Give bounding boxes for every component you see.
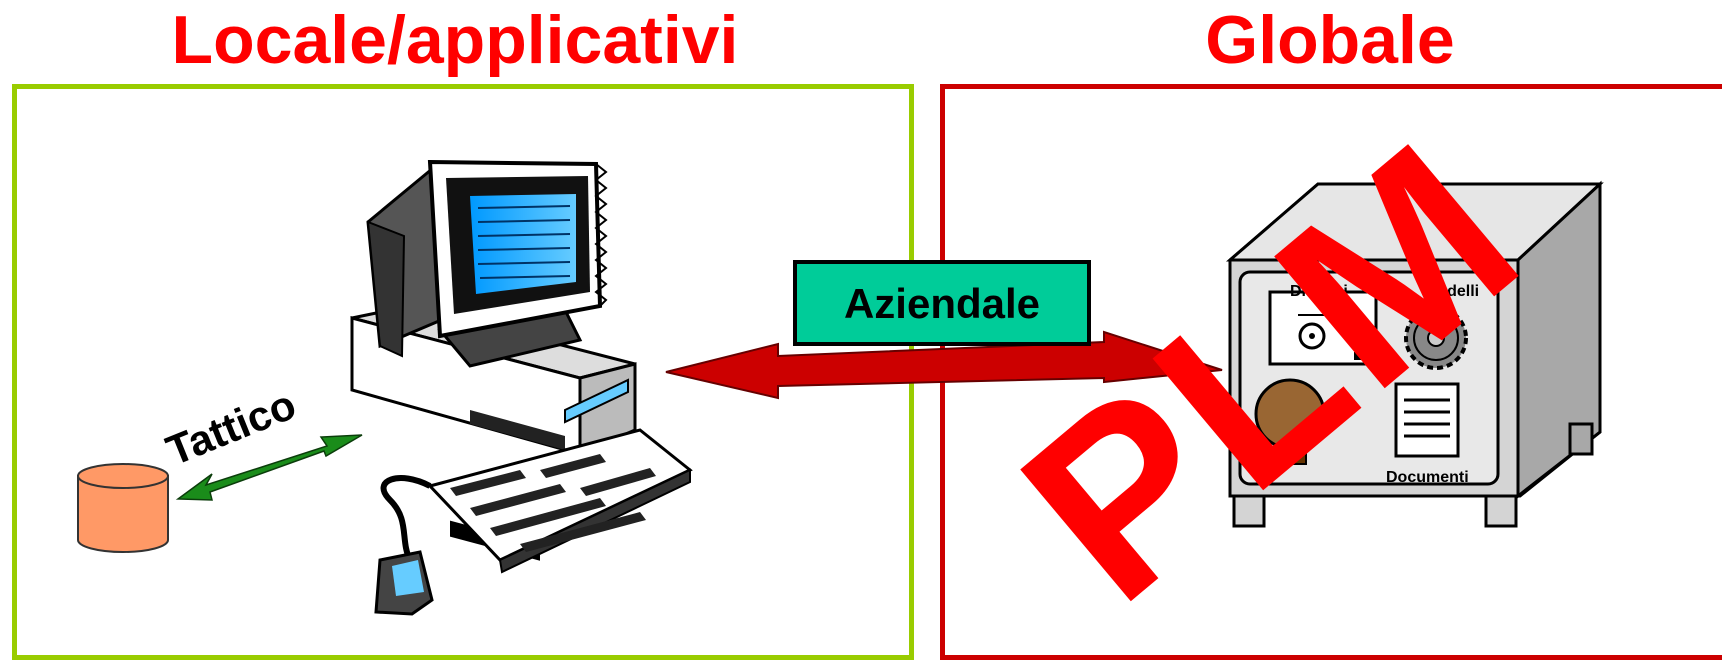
vault-drawings-label: Disegni	[1290, 283, 1348, 300]
database-icon	[77, 463, 169, 553]
plm-overlay-label: PLM	[973, 88, 1570, 653]
enterprise-arrow	[665, 330, 1223, 400]
vault-documents-label: Documenti	[1386, 469, 1469, 486]
document-icon	[1394, 382, 1460, 458]
heading-global: Globale	[1205, 2, 1455, 78]
vault-safe-icon	[1225, 180, 1604, 528]
gear-icon	[1404, 306, 1468, 370]
computer-icon	[350, 159, 693, 616]
tactical-arrow	[175, 434, 363, 501]
enterprise-badge	[793, 260, 1091, 346]
heading-local: Locale/applicativi	[171, 2, 739, 78]
vault-models-label: Modelli	[1424, 283, 1479, 300]
enterprise-label: Aziendale	[844, 280, 1040, 327]
